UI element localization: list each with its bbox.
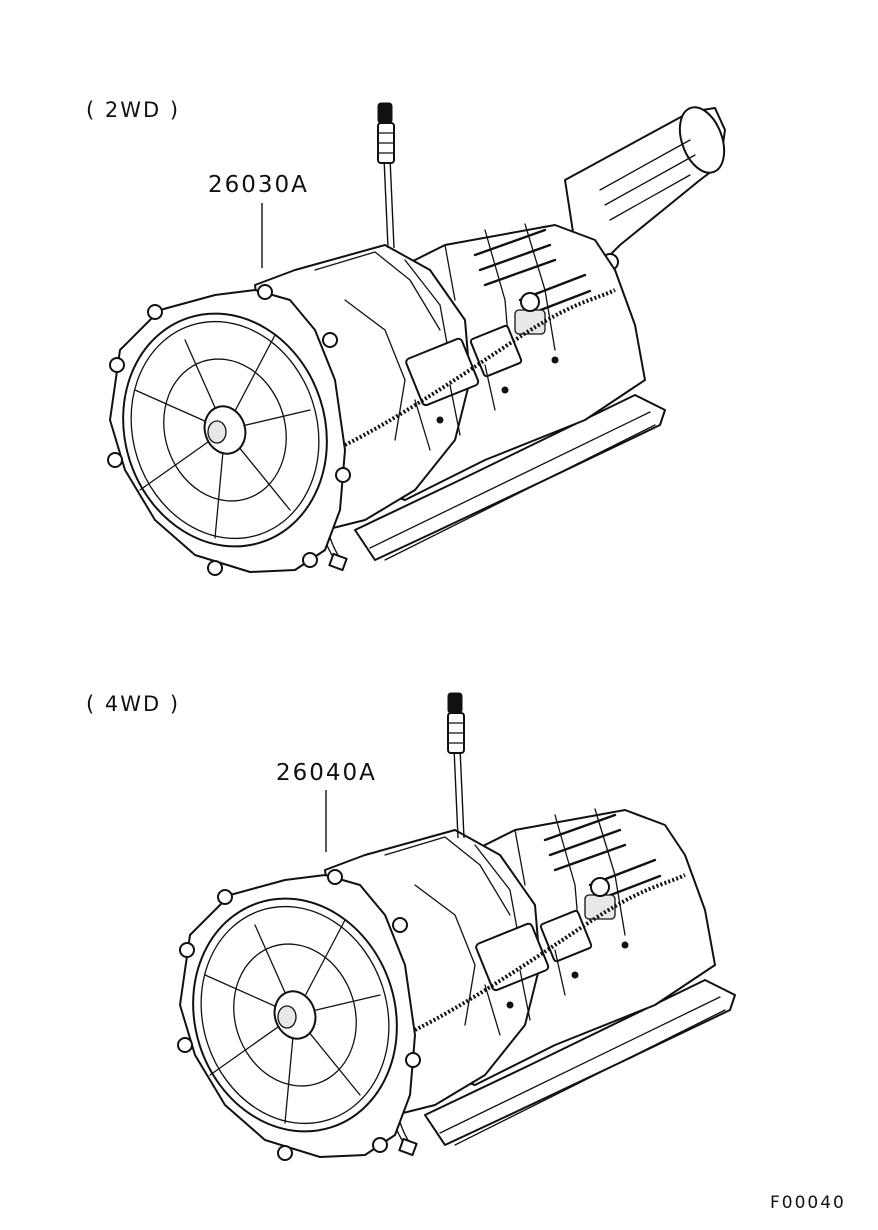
transmission-2wd-drawing [91,102,726,577]
cable-2wd [377,102,395,249]
transmission-4wd-drawing [161,692,737,1162]
section-label-2wd: ( 2WD ) [86,98,181,122]
figure-code: F00040 [770,1193,846,1213]
cable-4wd [447,692,465,839]
part-number-4wd: 26040A [276,760,377,786]
section-label-4wd: ( 4WD ) [86,692,181,716]
part-number-2wd: 26030A [208,172,309,198]
